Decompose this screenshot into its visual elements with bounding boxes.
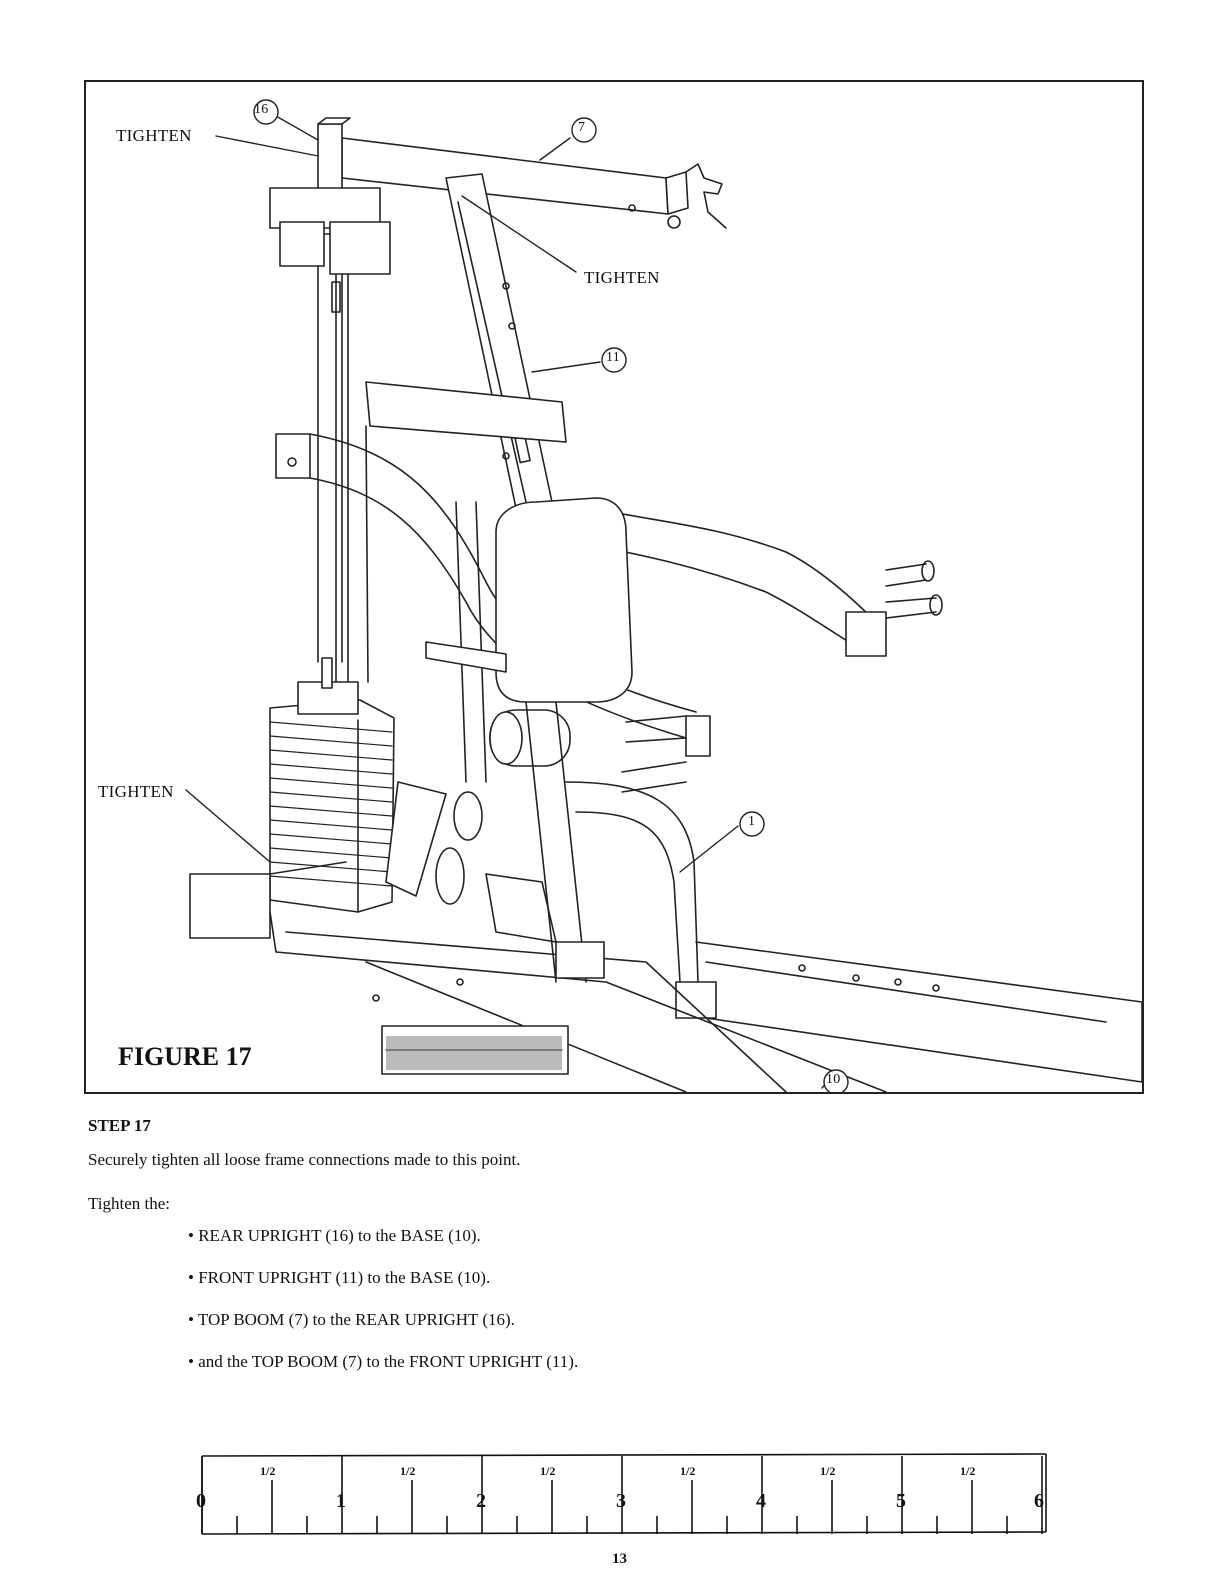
ruler-half-label: 1/2 <box>260 1464 276 1478</box>
tighten-label-top-right: TIGHTEN <box>584 268 660 287</box>
ruler-half-label: 1/2 <box>960 1464 976 1478</box>
ruler-number: 0 <box>196 1490 206 1512</box>
callout-10: 10 <box>826 1072 841 1087</box>
weight-machine-illustration <box>185 99 1142 1092</box>
step-title: STEP 17 <box>88 1116 151 1135</box>
figure-title: FIGURE 17 <box>118 1042 252 1071</box>
list-item: FRONT UPRIGHT (11) to the BASE (10). <box>188 1268 578 1310</box>
ruler-half-label: 1/2 <box>680 1464 696 1478</box>
ruler-number: 1 <box>336 1490 346 1512</box>
ruler-ticks <box>201 1453 1047 1535</box>
tighten-label-top-left: TIGHTEN <box>116 126 192 145</box>
front-upright <box>445 173 553 509</box>
step-intro: Securely tighten all loose frame connect… <box>88 1150 521 1169</box>
list-item: and the TOP BOOM (7) to the FRONT UPRIGH… <box>188 1352 578 1394</box>
callout-16: 16 <box>254 102 269 117</box>
ruler-number: 5 <box>896 1490 906 1512</box>
ruler-half-label: 1/2 <box>820 1464 836 1478</box>
weight-stack <box>189 657 395 939</box>
tighten-list: REAR UPRIGHT (16) to the BASE (10). FRON… <box>188 1226 578 1394</box>
ruler-half-label: 1/2 <box>540 1464 556 1478</box>
step-lead: Tighten the: <box>88 1194 171 1213</box>
ruler-number: 6 <box>1034 1490 1044 1512</box>
inch-ruler: 1/2 1/2 1/2 1/2 1/2 1/2 0 1 2 3 4 5 6 <box>196 1450 1048 1540</box>
ruler-number: 3 <box>616 1490 626 1512</box>
ruler-half-label: 1/2 <box>400 1464 416 1478</box>
foot-pad <box>381 1025 569 1075</box>
lower-frame <box>269 701 1142 1092</box>
figure-17: 16 7 11 1 10 TIGHTEN TIGHTEN TIGHTEN FIG… <box>84 80 1144 1094</box>
ruler-number: 2 <box>476 1490 486 1512</box>
list-item: TOP BOOM (7) to the REAR UPRIGHT (16). <box>188 1310 578 1352</box>
callout-7: 7 <box>578 120 586 135</box>
ruler-number: 4 <box>756 1490 766 1512</box>
top-boom <box>341 137 727 229</box>
center-frame <box>365 381 567 783</box>
page-number: 13 <box>612 1551 627 1567</box>
seat-pad <box>489 497 633 767</box>
list-item: REAR UPRIGHT (16) to the BASE (10). <box>188 1226 578 1268</box>
callout-1: 1 <box>748 814 756 829</box>
tighten-label-left: TIGHTEN <box>98 782 174 801</box>
pulley-assembly <box>385 781 557 943</box>
rear-upright <box>269 117 391 683</box>
callout-circles <box>253 99 849 1092</box>
callout-11: 11 <box>606 350 621 365</box>
